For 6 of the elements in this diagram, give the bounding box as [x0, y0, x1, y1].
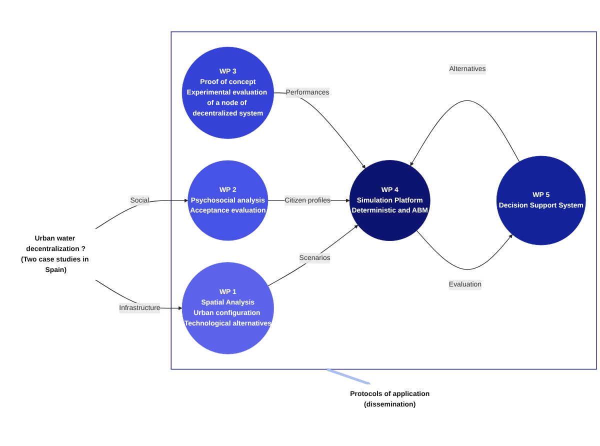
arrow [268, 224, 358, 286]
arrow [416, 230, 513, 270]
cluster [170, 31, 597, 370]
arrow [326, 368, 372, 386]
arrow [410, 100, 520, 166]
arrow [94, 198, 188, 230]
